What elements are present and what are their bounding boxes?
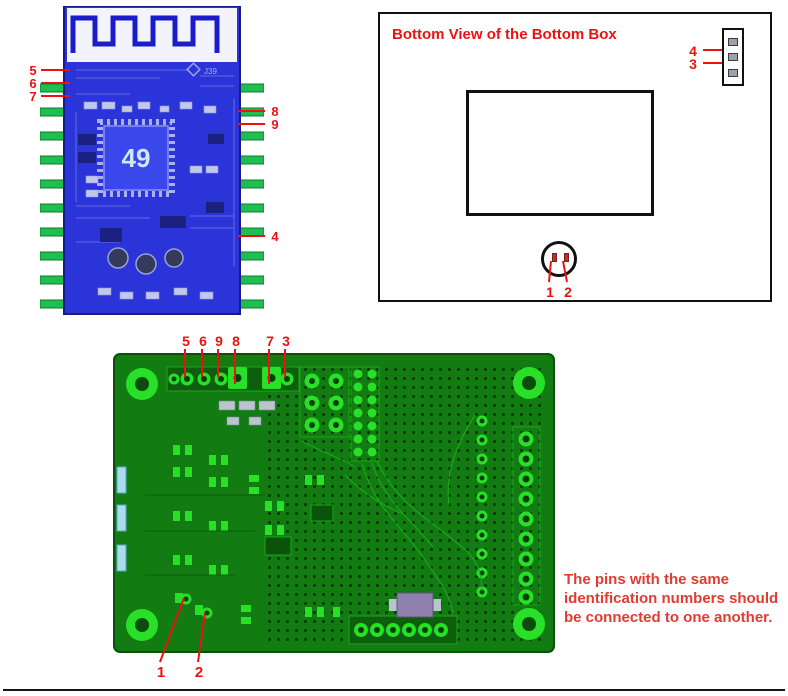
module-pin-label-7: 7 — [29, 89, 37, 104]
box-pin-label-4: 4 — [689, 43, 697, 59]
pcb-pin-label-2: 2 — [194, 664, 204, 681]
connector-pin-middle — [728, 53, 738, 61]
bottom-box-title: Bottom View of the Bottom Box — [392, 26, 617, 43]
pcb-pin-label-7: 7 — [266, 333, 274, 349]
box-pin-label-2: 2 — [564, 284, 572, 300]
right-header-column — [512, 426, 541, 606]
dark-ic-footprints — [264, 504, 334, 556]
connector-pin-top — [728, 37, 738, 46]
connection-note: The pins with the same identification nu… — [564, 571, 779, 627]
module-dark-components — [78, 134, 224, 242]
pcb-dark-traces — [145, 494, 265, 576]
module-pin-label-6: 6 — [29, 76, 37, 91]
module-pin-label-9: 9 — [271, 117, 279, 132]
pcb-board — [113, 353, 555, 653]
bluetooth-module: J39 49 — [39, 5, 265, 316]
corner-mount-pads — [126, 367, 545, 641]
box-pin-label-3: 3 — [689, 56, 697, 72]
diamond-fiducial — [186, 62, 201, 77]
pcb-pin-label-5: 5 — [182, 333, 190, 349]
chip-pins — [97, 119, 175, 197]
bottom-header-row — [348, 615, 458, 645]
module-pin-label-5: 5 — [29, 63, 37, 78]
right-via-column — [476, 415, 488, 598]
six-pad-header — [299, 366, 350, 438]
module-traces — [75, 69, 235, 266]
top-pin-row — [166, 366, 300, 392]
gray-components — [218, 400, 276, 426]
bottom-box-outline: Bottom View of the Bottom Box — [378, 12, 772, 302]
module-pin-label-8: 8 — [271, 104, 279, 119]
pcb-pin-label-8: 8 — [232, 333, 240, 349]
pcb-pin-label-9: 9 — [215, 333, 223, 349]
bottom-divider-line — [3, 689, 785, 691]
purple-component — [389, 592, 441, 618]
chip-marking: 49 — [122, 143, 151, 173]
smd-pad-clusters — [173, 445, 340, 624]
module-smd-components — [83, 101, 219, 300]
main-chip — [103, 125, 169, 191]
three-pin-connector — [722, 28, 744, 86]
module-capacitors — [107, 247, 184, 275]
pcb-pin-label-1: 1 — [156, 664, 166, 681]
antenna-meander-trace — [70, 15, 220, 53]
module-pin-label-4: 4 — [271, 229, 279, 244]
box-pin-label-1: 1 — [546, 284, 554, 300]
module-ref-designator: J39 — [204, 67, 217, 76]
pcb-pin-label-6: 6 — [199, 333, 207, 349]
inner-cutout-rect — [466, 90, 654, 216]
connector-pin-bottom — [728, 68, 738, 77]
pcb-traces — [300, 414, 483, 614]
pcb-pin-label-3: 3 — [282, 333, 290, 349]
socket-pin-2 — [564, 253, 569, 262]
double-column-header — [350, 366, 380, 462]
pcb-artwork — [116, 366, 545, 645]
two-pin-socket — [541, 241, 577, 277]
socket-pin-1 — [552, 253, 557, 262]
cyan-edge-components — [116, 466, 127, 572]
module-artwork: J39 49 — [39, 5, 265, 315]
